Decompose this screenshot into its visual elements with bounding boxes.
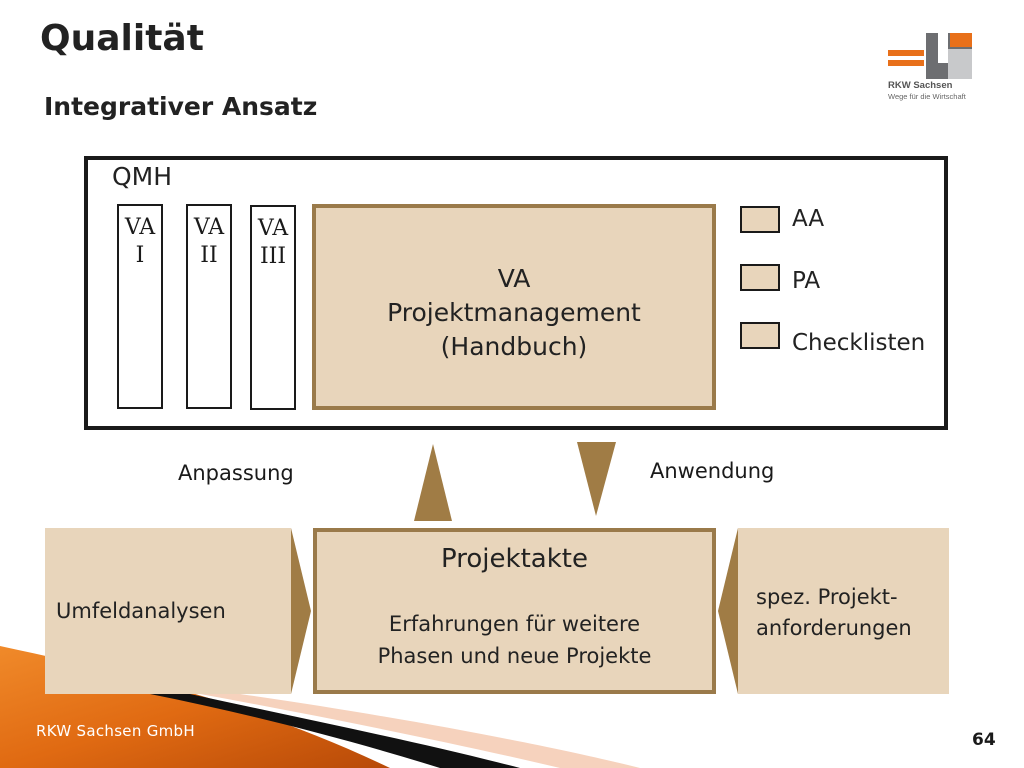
va-projektmanagement-box: VA Projektmanagement (Handbuch) [312, 204, 716, 410]
footer-black-stripe [150, 694, 520, 768]
projektanforderungen-line1: spez. Projekt- [756, 585, 898, 609]
pa-label: PA [792, 268, 821, 294]
projektakte-title: Projektakte [441, 544, 588, 574]
down-arrow-icon [577, 442, 616, 516]
right-chevron-icon [291, 528, 311, 694]
umfeldanalysen-box [45, 528, 291, 694]
projektakte-line1: Erfahrungen für weitere [388, 612, 641, 636]
projektakte-line2: Phasen und neue Projekte [377, 644, 652, 668]
va-main-line1: VA [497, 264, 531, 293]
page-subtitle: Integrativer Ansatz [44, 92, 318, 121]
va-column-1: VA I [117, 204, 163, 409]
up-arrow-icon [414, 444, 452, 521]
aa-box [740, 206, 780, 233]
projektanforderungen-line2: anforderungen [756, 616, 912, 640]
logo-name: RKW Sachsen [888, 80, 953, 91]
va-column-2: VA II [186, 204, 232, 409]
rkw-logo-icon [888, 33, 972, 79]
va-column-3: VA III [250, 205, 296, 410]
footer-company: RKW Sachsen GmbH [36, 722, 195, 740]
page-number: 64 [972, 730, 996, 750]
qmh-label: QMH [112, 162, 173, 191]
va-column-label: VA [124, 215, 156, 240]
va-column-label: VA [257, 216, 289, 241]
anwendung-label: Anwendung [650, 459, 775, 483]
checklisten-label: Checklisten [792, 330, 926, 356]
va-column-label: VA [193, 215, 225, 240]
logo-tagline: Wege für die Wirtschaft [888, 92, 966, 101]
pa-box [740, 264, 780, 291]
va-column-number: I [135, 243, 145, 268]
umfeldanalysen-label: Umfeldanalysen [56, 599, 226, 623]
projektakte-box [313, 528, 716, 694]
checklisten-box [740, 322, 780, 349]
va-main-line3: (Handbuch) [440, 332, 588, 361]
anpassung-label: Anpassung [178, 461, 294, 485]
va-column-number: III [259, 244, 287, 269]
page-title: Qualität [40, 18, 204, 59]
va-main-line2: Projektmanagement [387, 298, 641, 327]
projektanforderungen-box [738, 528, 949, 694]
left-chevron-icon [718, 528, 738, 694]
va-column-number: II [200, 243, 218, 268]
projektakte-description: Erfahrungen für weitere Phasen und neue … [313, 608, 716, 672]
qmh-container [84, 156, 948, 430]
aa-label: AA [792, 206, 825, 232]
footer-peach-stripe [200, 694, 640, 768]
projektanforderungen-label: spez. Projekt- anforderungen [756, 582, 912, 644]
